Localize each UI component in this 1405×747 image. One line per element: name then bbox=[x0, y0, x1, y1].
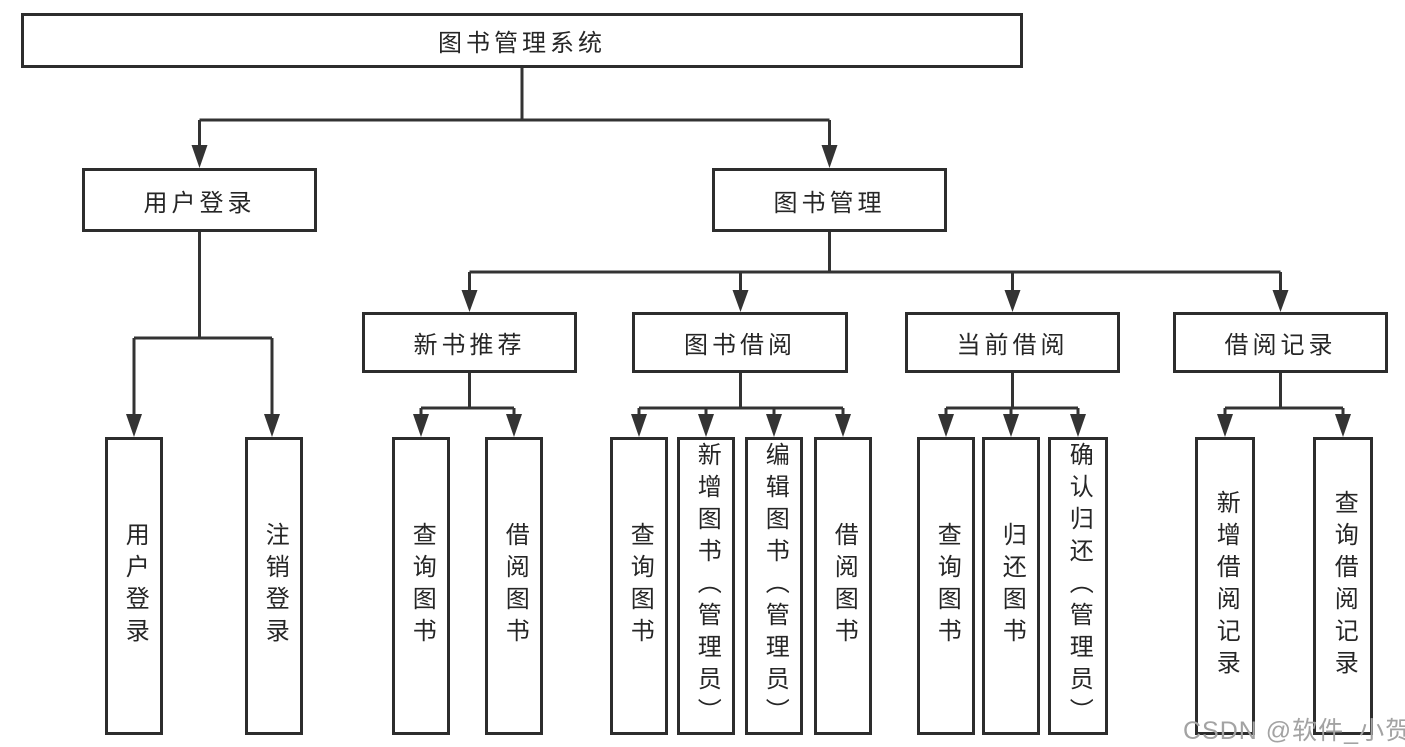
leaf-current-return-books: 归还图书 bbox=[982, 437, 1040, 735]
csdn-watermark: CSDN @软件_小贺同学 bbox=[1183, 717, 1405, 745]
leaf-label: 用户登录 bbox=[121, 522, 149, 650]
edge-userlogin-to-leaves bbox=[132, 232, 274, 416]
node-book-borrow: 图书借阅 bbox=[632, 312, 848, 373]
leaf-label: 注销登录 bbox=[261, 522, 289, 650]
node-current-borrow-label: 当前借阅 bbox=[956, 332, 1069, 359]
leaf-user-login: 用户登录 bbox=[105, 437, 163, 735]
node-book-borrow-label: 图书借阅 bbox=[684, 332, 796, 359]
edge-bookmgmt-to-level3 bbox=[468, 232, 1282, 292]
leaf-current-confirm-return-admin: 确认归还（管理员） bbox=[1048, 437, 1108, 735]
arrowheads bbox=[126, 145, 1351, 437]
node-borrow-records-label: 借阅记录 bbox=[1224, 332, 1337, 359]
leaf-borrow-edit-books-admin: 编辑图书（管理员） bbox=[745, 437, 803, 735]
leaf-label: 查询图书 bbox=[933, 522, 961, 650]
edge-borrow-to-leaves bbox=[637, 373, 845, 416]
leaf-recommend-borrow-books: 借阅图书 bbox=[485, 437, 543, 735]
leaf-label: 查询图书 bbox=[408, 522, 436, 650]
leaf-borrow-query-books: 查询图书 bbox=[610, 437, 668, 735]
leaf-label: 查询图书 bbox=[626, 522, 654, 650]
node-root-label: 图书管理系统 bbox=[438, 30, 606, 57]
leaf-label: 编辑图书（管理员） bbox=[761, 442, 789, 730]
leaf-current-query-books: 查询图书 bbox=[917, 437, 975, 735]
leaf-label: 归还图书 bbox=[998, 522, 1026, 650]
leaf-borrow-add-books-admin: 新增图书（管理员） bbox=[677, 437, 735, 735]
node-root-system: 图书管理系统 bbox=[21, 13, 1023, 68]
leaf-recommend-query-books: 查询图书 bbox=[392, 437, 450, 735]
edge-recommend-to-leaves bbox=[419, 373, 516, 416]
node-book-management-label: 图书管理 bbox=[773, 189, 886, 217]
leaf-label: 借阅图书 bbox=[501, 522, 529, 650]
leaf-label: 新增图书（管理员） bbox=[693, 442, 721, 730]
leaf-borrow-borrow-books: 借阅图书 bbox=[814, 437, 872, 735]
leaf-records-add-record: 新增借阅记录 bbox=[1195, 437, 1255, 735]
leaf-label: 确认归还（管理员） bbox=[1065, 442, 1093, 730]
node-book-management: 图书管理 bbox=[712, 168, 947, 232]
node-borrow-records: 借阅记录 bbox=[1173, 312, 1388, 373]
leaf-records-query-record: 查询借阅记录 bbox=[1313, 437, 1373, 735]
node-user-login-label: 用户登录 bbox=[143, 189, 256, 217]
node-new-book-recommend-label: 新书推荐 bbox=[413, 332, 526, 359]
node-new-book-recommend: 新书推荐 bbox=[362, 312, 577, 373]
node-user-login: 用户登录 bbox=[82, 168, 317, 232]
leaf-label: 新增借阅记录 bbox=[1212, 490, 1240, 682]
edge-records-to-leaves bbox=[1223, 373, 1345, 416]
leaf-label: 借阅图书 bbox=[830, 522, 858, 650]
edge-current-to-leaves bbox=[944, 373, 1080, 416]
edge-root-to-level2 bbox=[198, 68, 831, 147]
node-current-borrow: 当前借阅 bbox=[905, 312, 1120, 373]
leaf-label: 查询借阅记录 bbox=[1330, 490, 1358, 682]
leaf-logout: 注销登录 bbox=[245, 437, 303, 735]
